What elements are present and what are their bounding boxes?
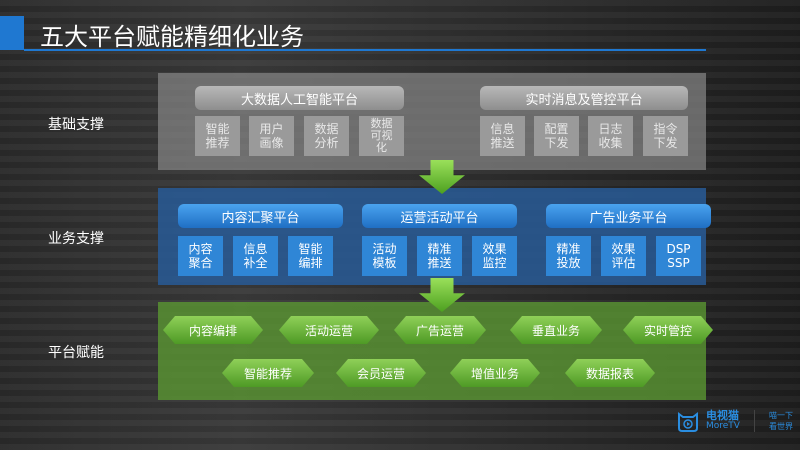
moretv-logo: 电视猫 MoreTV 喵一下 看世界 — [676, 410, 793, 432]
base-item: 数据 分析 — [304, 116, 349, 156]
row-label-base: 基础支撑 — [48, 117, 104, 133]
operation-platform: 运营活动平台 — [362, 204, 517, 228]
business-item: 效果 监控 — [472, 236, 517, 276]
base-item: 用户 画像 — [249, 116, 294, 156]
logo-sub: MoreTV — [706, 421, 740, 431]
page-title: 五大平台赋能精细化业务 — [40, 23, 304, 51]
business-item: 内容 聚合 — [178, 236, 223, 276]
business-item: 精准 推送 — [417, 236, 462, 276]
enable-item: 智能推荐 — [222, 359, 314, 387]
content-platform: 内容汇聚平台 — [178, 204, 343, 228]
business-item: 活动 模板 — [362, 236, 407, 276]
row-label-enable: 平台赋能 — [48, 345, 104, 361]
base-item: 数据 可视 化 — [359, 116, 404, 156]
realtime-message-platform: 实时消息及管控平台 — [480, 86, 688, 110]
enable-item: 广告运营 — [394, 316, 486, 344]
title-accent — [0, 16, 24, 50]
business-item: DSP SSP — [656, 236, 701, 276]
business-item: 精准 投放 — [546, 236, 591, 276]
enable-item: 内容编排 — [163, 316, 263, 344]
base-item: 日志 收集 — [588, 116, 633, 156]
bigdata-ai-platform: 大数据人工智能平台 — [195, 86, 404, 110]
base-item: 信息 推送 — [480, 116, 525, 156]
cat-tv-icon — [678, 412, 698, 432]
row-label-business: 业务支撑 — [48, 231, 104, 247]
base-item: 指令 下发 — [643, 116, 688, 156]
logo-name: 电视猫 — [706, 409, 739, 422]
logo-divider — [753, 410, 755, 432]
enable-item: 增值业务 — [450, 359, 540, 387]
enable-item: 垂直业务 — [510, 316, 602, 344]
title-underline — [24, 49, 706, 51]
business-item: 信息 补全 — [233, 236, 278, 276]
ad-platform: 广告业务平台 — [546, 204, 711, 228]
enable-item: 活动运营 — [279, 316, 379, 344]
business-item: 效果 评估 — [601, 236, 646, 276]
slogan-line-1: 喵一下 — [768, 411, 793, 420]
enable-item: 数据报表 — [565, 359, 655, 387]
base-item: 智能 推荐 — [195, 116, 240, 156]
slogan-line-2: 看世界 — [768, 422, 793, 431]
enable-item: 实时管控 — [623, 316, 713, 344]
business-item: 智能 编排 — [288, 236, 333, 276]
base-item: 配置 下发 — [534, 116, 579, 156]
enable-item: 会员运营 — [336, 359, 426, 387]
